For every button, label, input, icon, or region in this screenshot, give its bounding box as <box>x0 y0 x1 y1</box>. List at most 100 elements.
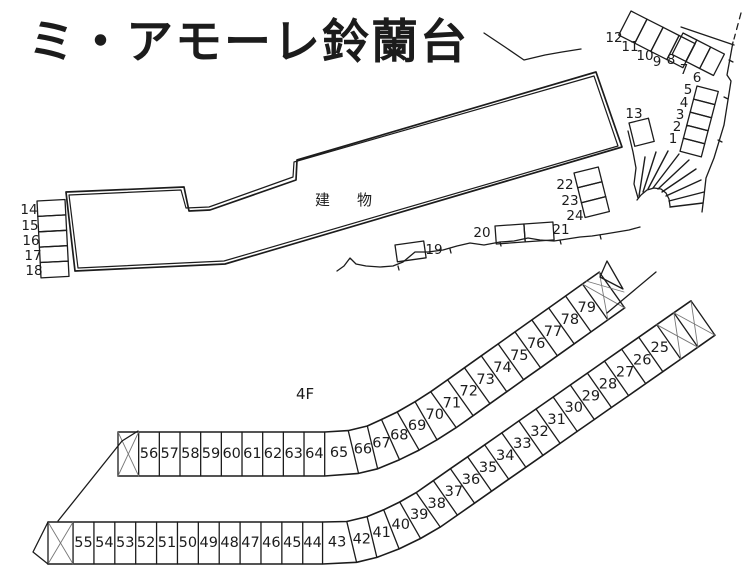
stall-number-11: 11 <box>621 39 638 55</box>
stall-number-36: 36 <box>462 472 480 488</box>
stair-step-line <box>638 156 646 197</box>
stall-number-2: 2 <box>673 119 682 135</box>
crossed-stall-mark <box>117 431 140 477</box>
stall-21 <box>523 221 555 243</box>
stall-number-38: 38 <box>428 496 446 512</box>
stall-number-26: 26 <box>633 352 651 368</box>
stall-number-72: 72 <box>460 384 478 400</box>
stall-number-9: 9 <box>653 54 662 70</box>
stall-divider <box>586 372 613 409</box>
stall-divider <box>564 295 592 333</box>
stall-1 <box>679 137 706 158</box>
stall-divider <box>531 319 558 357</box>
stall-number-17: 17 <box>24 248 41 264</box>
stall-divider <box>415 491 441 528</box>
stall-number-64: 64 <box>305 446 323 462</box>
stall-divider <box>656 324 682 360</box>
stall-divider <box>548 307 575 345</box>
stall-number-52: 52 <box>137 535 155 551</box>
stall-19 <box>394 240 427 263</box>
building-outline <box>65 71 623 272</box>
stall-number-39: 39 <box>410 507 428 523</box>
stall-number-7: 7 <box>680 62 689 78</box>
stall-divider <box>598 271 626 309</box>
stair-step-line <box>669 202 704 208</box>
stall-number-76: 76 <box>527 336 545 352</box>
stall-number-60: 60 <box>222 446 240 462</box>
stall-divider <box>552 396 578 433</box>
stall-number-47: 47 <box>241 535 259 551</box>
stall-divider <box>501 432 527 468</box>
stall-number-50: 50 <box>179 535 197 551</box>
stair-step-line <box>665 179 702 197</box>
stairs-base-curve <box>636 187 671 207</box>
stall-number-20: 20 <box>473 225 490 241</box>
stall-number-19: 19 <box>425 242 442 258</box>
stall-6 <box>699 46 726 77</box>
crossed-stall-mark <box>673 312 682 360</box>
stall-number-15: 15 <box>21 218 38 234</box>
stall-number-30: 30 <box>565 400 583 416</box>
stall-17 <box>38 245 69 264</box>
stall-15 <box>37 214 68 233</box>
stall-number-51: 51 <box>158 535 176 551</box>
stall-number-40: 40 <box>392 517 410 533</box>
stall-number-74: 74 <box>493 360 511 376</box>
stall-divider <box>399 501 422 540</box>
stall-number-68: 68 <box>390 427 408 443</box>
stall-number-14: 14 <box>20 202 37 218</box>
stall-number-70: 70 <box>426 407 444 423</box>
bottom-left-wedge <box>32 521 49 565</box>
stall-divider <box>581 283 609 321</box>
stall-number-35: 35 <box>479 460 497 476</box>
stall-divider <box>366 425 379 470</box>
page-title: ミ・アモーレ鈴蘭台 <box>28 15 469 70</box>
stall-divider <box>535 408 561 445</box>
stairs-fan <box>638 150 705 208</box>
left-diagonal-boundary <box>57 430 139 522</box>
stall-number-61: 61 <box>243 446 261 462</box>
stall-number-4: 4 <box>680 95 689 111</box>
tick <box>717 139 723 143</box>
group-stall-13-group: 13 <box>625 106 655 147</box>
stall-number-65: 65 <box>330 445 348 461</box>
stall-number-63: 63 <box>284 446 302 462</box>
stall-24 <box>580 195 611 219</box>
crossed-stall-mark <box>47 521 74 565</box>
stall-number-33: 33 <box>513 436 531 452</box>
stair-step-line <box>652 153 680 189</box>
stall-number-5: 5 <box>684 82 693 98</box>
stall-number-12: 12 <box>605 30 622 46</box>
tick <box>499 241 502 247</box>
building-outline-inner <box>68 75 619 269</box>
corner-boundary <box>627 130 639 199</box>
stall-divider <box>466 456 493 492</box>
stair-step-line <box>642 151 657 193</box>
stall-number-10: 10 <box>636 48 653 64</box>
stall-number-6: 6 <box>693 70 702 86</box>
contour-squiggle <box>483 32 582 61</box>
stall-divider <box>603 360 630 397</box>
stall-divider <box>449 468 476 504</box>
stall-number-67: 67 <box>372 435 390 451</box>
stall-divider <box>673 312 699 348</box>
stall-divider <box>690 300 716 336</box>
double-edge-b <box>680 26 735 46</box>
stall-number-54: 54 <box>95 535 113 551</box>
right-boundary <box>701 41 734 213</box>
stall-divider <box>514 331 542 369</box>
stall-number-53: 53 <box>116 535 134 551</box>
stall-number-77: 77 <box>544 324 562 340</box>
stair-step-line <box>668 191 705 202</box>
stall-divider <box>383 509 400 550</box>
strip-top-edge <box>47 299 692 523</box>
ground-boundary <box>336 226 641 272</box>
